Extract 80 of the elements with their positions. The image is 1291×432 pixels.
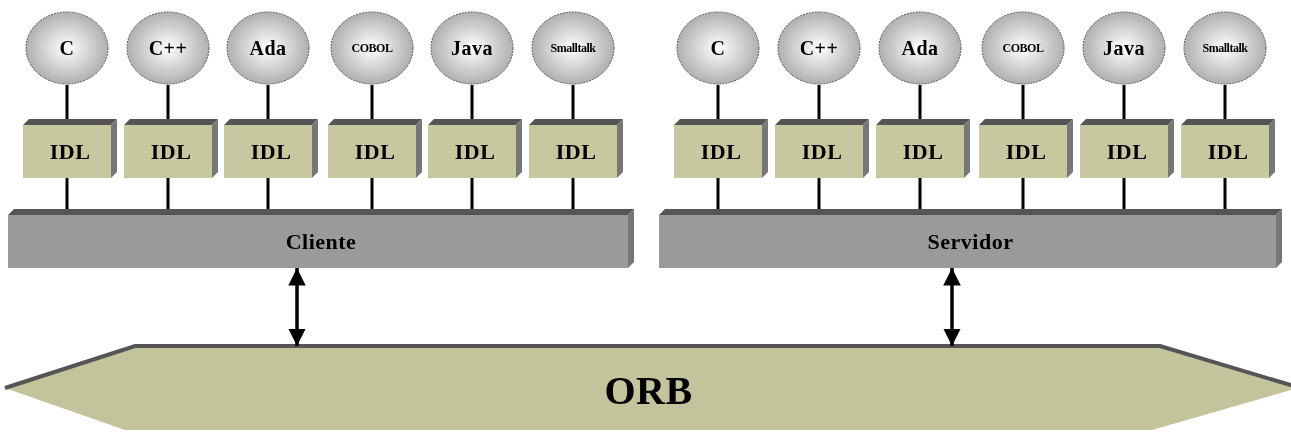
- node-label: COBOL: [1002, 40, 1044, 56]
- language-circle: [531, 11, 615, 85]
- node-label: IDL: [354, 138, 396, 165]
- language-circle: [330, 11, 414, 85]
- language-circle: [430, 11, 514, 85]
- node-label: Cliente: [285, 228, 357, 255]
- connector-line: [817, 178, 821, 209]
- connector-line: [266, 178, 270, 209]
- connector-line: [370, 85, 374, 119]
- node-label: Ada: [901, 36, 939, 60]
- connector-line: [716, 178, 720, 209]
- node-label: IDL: [801, 138, 843, 165]
- node-label: COBOL: [351, 40, 393, 56]
- idl-block: [1080, 119, 1174, 178]
- connector-line: [65, 178, 69, 209]
- node-label: IDL: [150, 138, 192, 165]
- node-label: IDL: [1207, 138, 1249, 165]
- connector-line: [65, 85, 69, 119]
- language-circle: [777, 11, 861, 85]
- node-label: C: [710, 36, 726, 60]
- arrow: [288, 268, 306, 346]
- idl-block: [775, 119, 869, 178]
- node-label: IDL: [555, 138, 597, 165]
- language-circle: [981, 11, 1065, 85]
- node-label: IDL: [902, 138, 944, 165]
- node-label: IDL: [49, 138, 91, 165]
- node-label: C++: [148, 36, 188, 60]
- node-label: Ada: [249, 36, 287, 60]
- node-label: IDL: [1106, 138, 1148, 165]
- node-label: C: [59, 36, 75, 60]
- idl-block: [23, 119, 117, 178]
- connector-line: [1122, 85, 1126, 119]
- connector-line: [716, 85, 720, 119]
- connector-line: [470, 178, 474, 209]
- platform-bar: [8, 209, 634, 268]
- connector-line: [1021, 85, 1025, 119]
- connector-line: [1122, 178, 1126, 209]
- node-label: IDL: [700, 138, 742, 165]
- idl-block: [979, 119, 1073, 178]
- connector-line: [918, 85, 922, 119]
- idl-block: [224, 119, 318, 178]
- node-label: Smalltalk: [550, 40, 596, 56]
- node-label: IDL: [250, 138, 292, 165]
- idl-block: [1181, 119, 1275, 178]
- idl-block: [124, 119, 218, 178]
- connector-line: [370, 178, 374, 209]
- node-label: IDL: [1005, 138, 1047, 165]
- connector-line: [166, 178, 170, 209]
- connector-line: [571, 85, 575, 119]
- idl-block: [328, 119, 422, 178]
- platform-bar: [659, 209, 1282, 268]
- node-label: C++: [799, 36, 839, 60]
- language-circle: [226, 11, 310, 85]
- node-label: Servidor: [927, 228, 1014, 255]
- language-circle: [25, 11, 109, 85]
- connector-line: [166, 85, 170, 119]
- connector-line: [1223, 178, 1227, 209]
- connector-line: [266, 85, 270, 119]
- language-circle: [1082, 11, 1166, 85]
- connector-line: [817, 85, 821, 119]
- language-circle: [878, 11, 962, 85]
- connector-line: [571, 178, 575, 209]
- idl-block: [529, 119, 623, 178]
- idl-block: [428, 119, 522, 178]
- connector-line: [1223, 85, 1227, 119]
- node-label: IDL: [454, 138, 496, 165]
- idl-block: [876, 119, 970, 178]
- node-label: Smalltalk: [1202, 40, 1248, 56]
- node-label: Java: [451, 36, 493, 60]
- orb-band: [5, 346, 1291, 430]
- connector-line: [918, 178, 922, 209]
- connector-line: [470, 85, 474, 119]
- language-circle: [676, 11, 760, 85]
- language-circle: [126, 11, 210, 85]
- node-label: Java: [1103, 36, 1145, 60]
- language-circle: [1183, 11, 1267, 85]
- arrow: [943, 268, 961, 346]
- node-label: ORB: [604, 366, 693, 414]
- idl-block: [674, 119, 768, 178]
- connector-line: [1021, 178, 1025, 209]
